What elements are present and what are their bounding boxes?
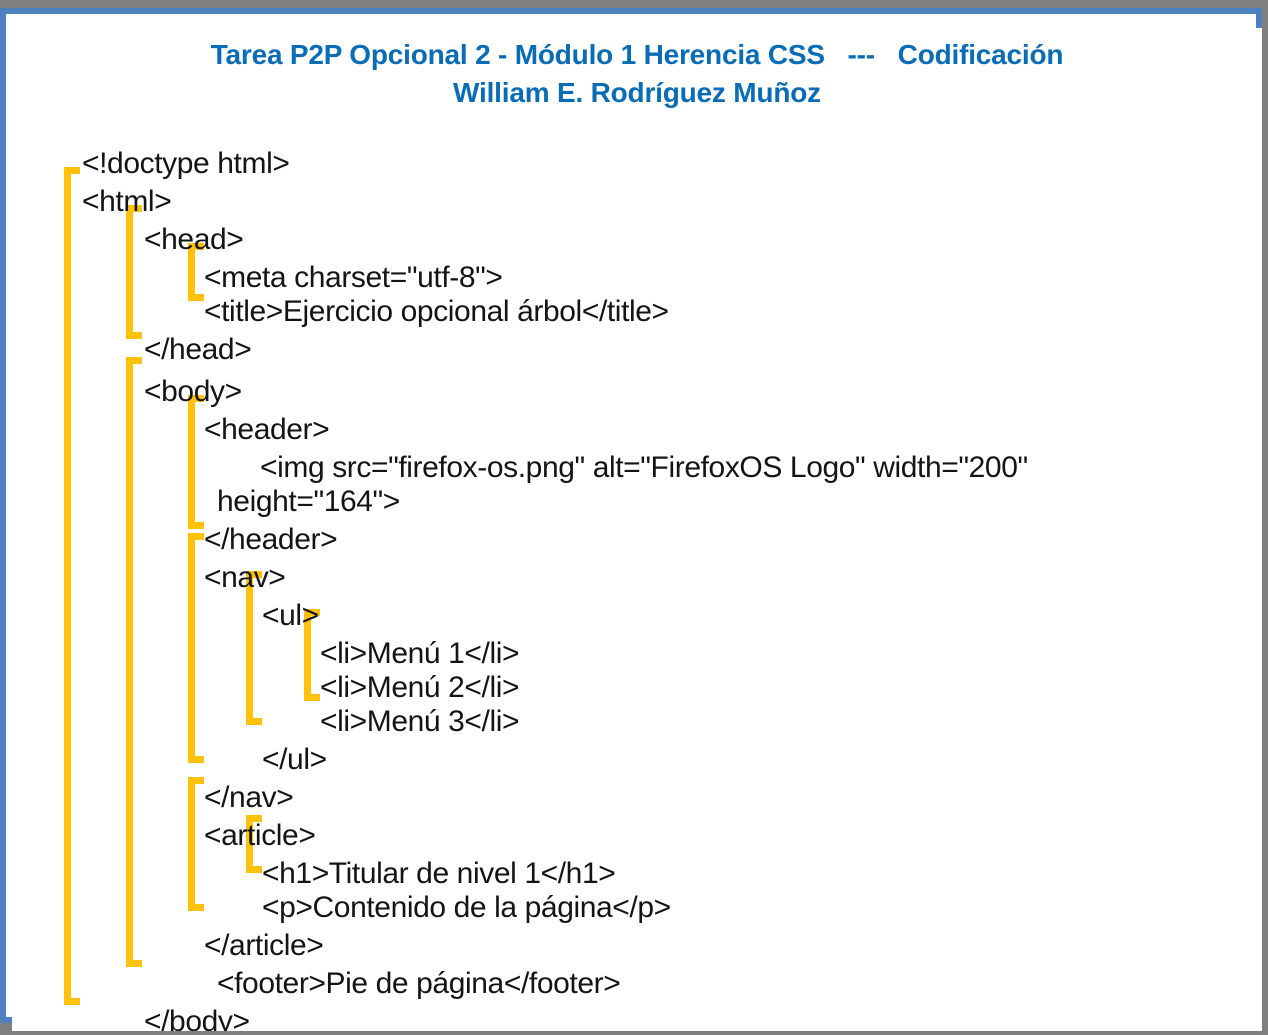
- code-line-h1: <h1>Titular de nivel 1</h1>: [262, 857, 616, 890]
- code-line-footer: <footer>Pie de página</footer>: [217, 967, 621, 1000]
- code-listing: <!doctype html> <html> <head> <meta char…: [12, 123, 1262, 1031]
- code-line-li-2: <li>Menú 2</li>: [320, 671, 520, 704]
- bracket-head: [126, 205, 142, 339]
- code-line-meta: <meta charset="utf-8">: [204, 261, 503, 294]
- code-line-ul-open: <ul>: [262, 599, 319, 632]
- code-line-header-open: <header>: [204, 413, 330, 446]
- code-line-body-close: </body>: [144, 1005, 250, 1031]
- page-border-frame: Tarea P2P Opcional 2 - Módulo 1 Herencia…: [0, 8, 1262, 1031]
- page-title: Tarea P2P Opcional 2 - Módulo 1 Herencia…: [12, 36, 1262, 112]
- bracket-head-children: [188, 243, 204, 301]
- slide-content: Tarea P2P Opcional 2 - Módulo 1 Herencia…: [12, 28, 1262, 1031]
- title-line-1: Tarea P2P Opcional 2 - Módulo 1 Herencia…: [210, 39, 1064, 70]
- title-line-2: William E. Rodríguez Muñoz: [453, 77, 821, 108]
- code-line-title: <title>Ejercicio opcional árbol</title>: [204, 295, 669, 328]
- bracket-nav: [188, 533, 204, 763]
- code-line-li-1: <li>Menú 1</li>: [320, 637, 520, 670]
- code-line-nav-close: </nav>: [204, 781, 294, 814]
- code-line-html-open: <html>: [82, 185, 172, 218]
- code-line-head-open: <head>: [144, 223, 244, 256]
- code-line-header-close: </header>: [204, 523, 338, 556]
- code-line-img: <img src="firefox-os.png" alt="FirefoxOS…: [260, 451, 1028, 484]
- bracket-article-children: [246, 815, 262, 873]
- code-line-body-open: <body>: [144, 375, 242, 408]
- code-line-img-wrap: height="164">: [217, 485, 400, 518]
- code-line-li-3: <li>Menú 3</li>: [320, 705, 520, 738]
- code-line-article-open: <article>: [204, 819, 316, 852]
- bracket-ul: [246, 571, 262, 725]
- bracket-li-items: [304, 609, 320, 701]
- code-line-doctype: <!doctype html>: [82, 147, 290, 180]
- code-line-head-close: </head>: [144, 333, 252, 366]
- bracket-body: [126, 357, 142, 967]
- bracket-article: [188, 777, 204, 911]
- bracket-html: [64, 167, 80, 1005]
- code-line-nav-open: <nav>: [204, 561, 286, 594]
- code-line-p: <p>Contenido de la página</p>: [262, 891, 671, 924]
- code-line-article-close: </article>: [204, 929, 324, 962]
- code-line-ul-close: </ul>: [262, 743, 327, 776]
- bracket-header: [188, 395, 204, 529]
